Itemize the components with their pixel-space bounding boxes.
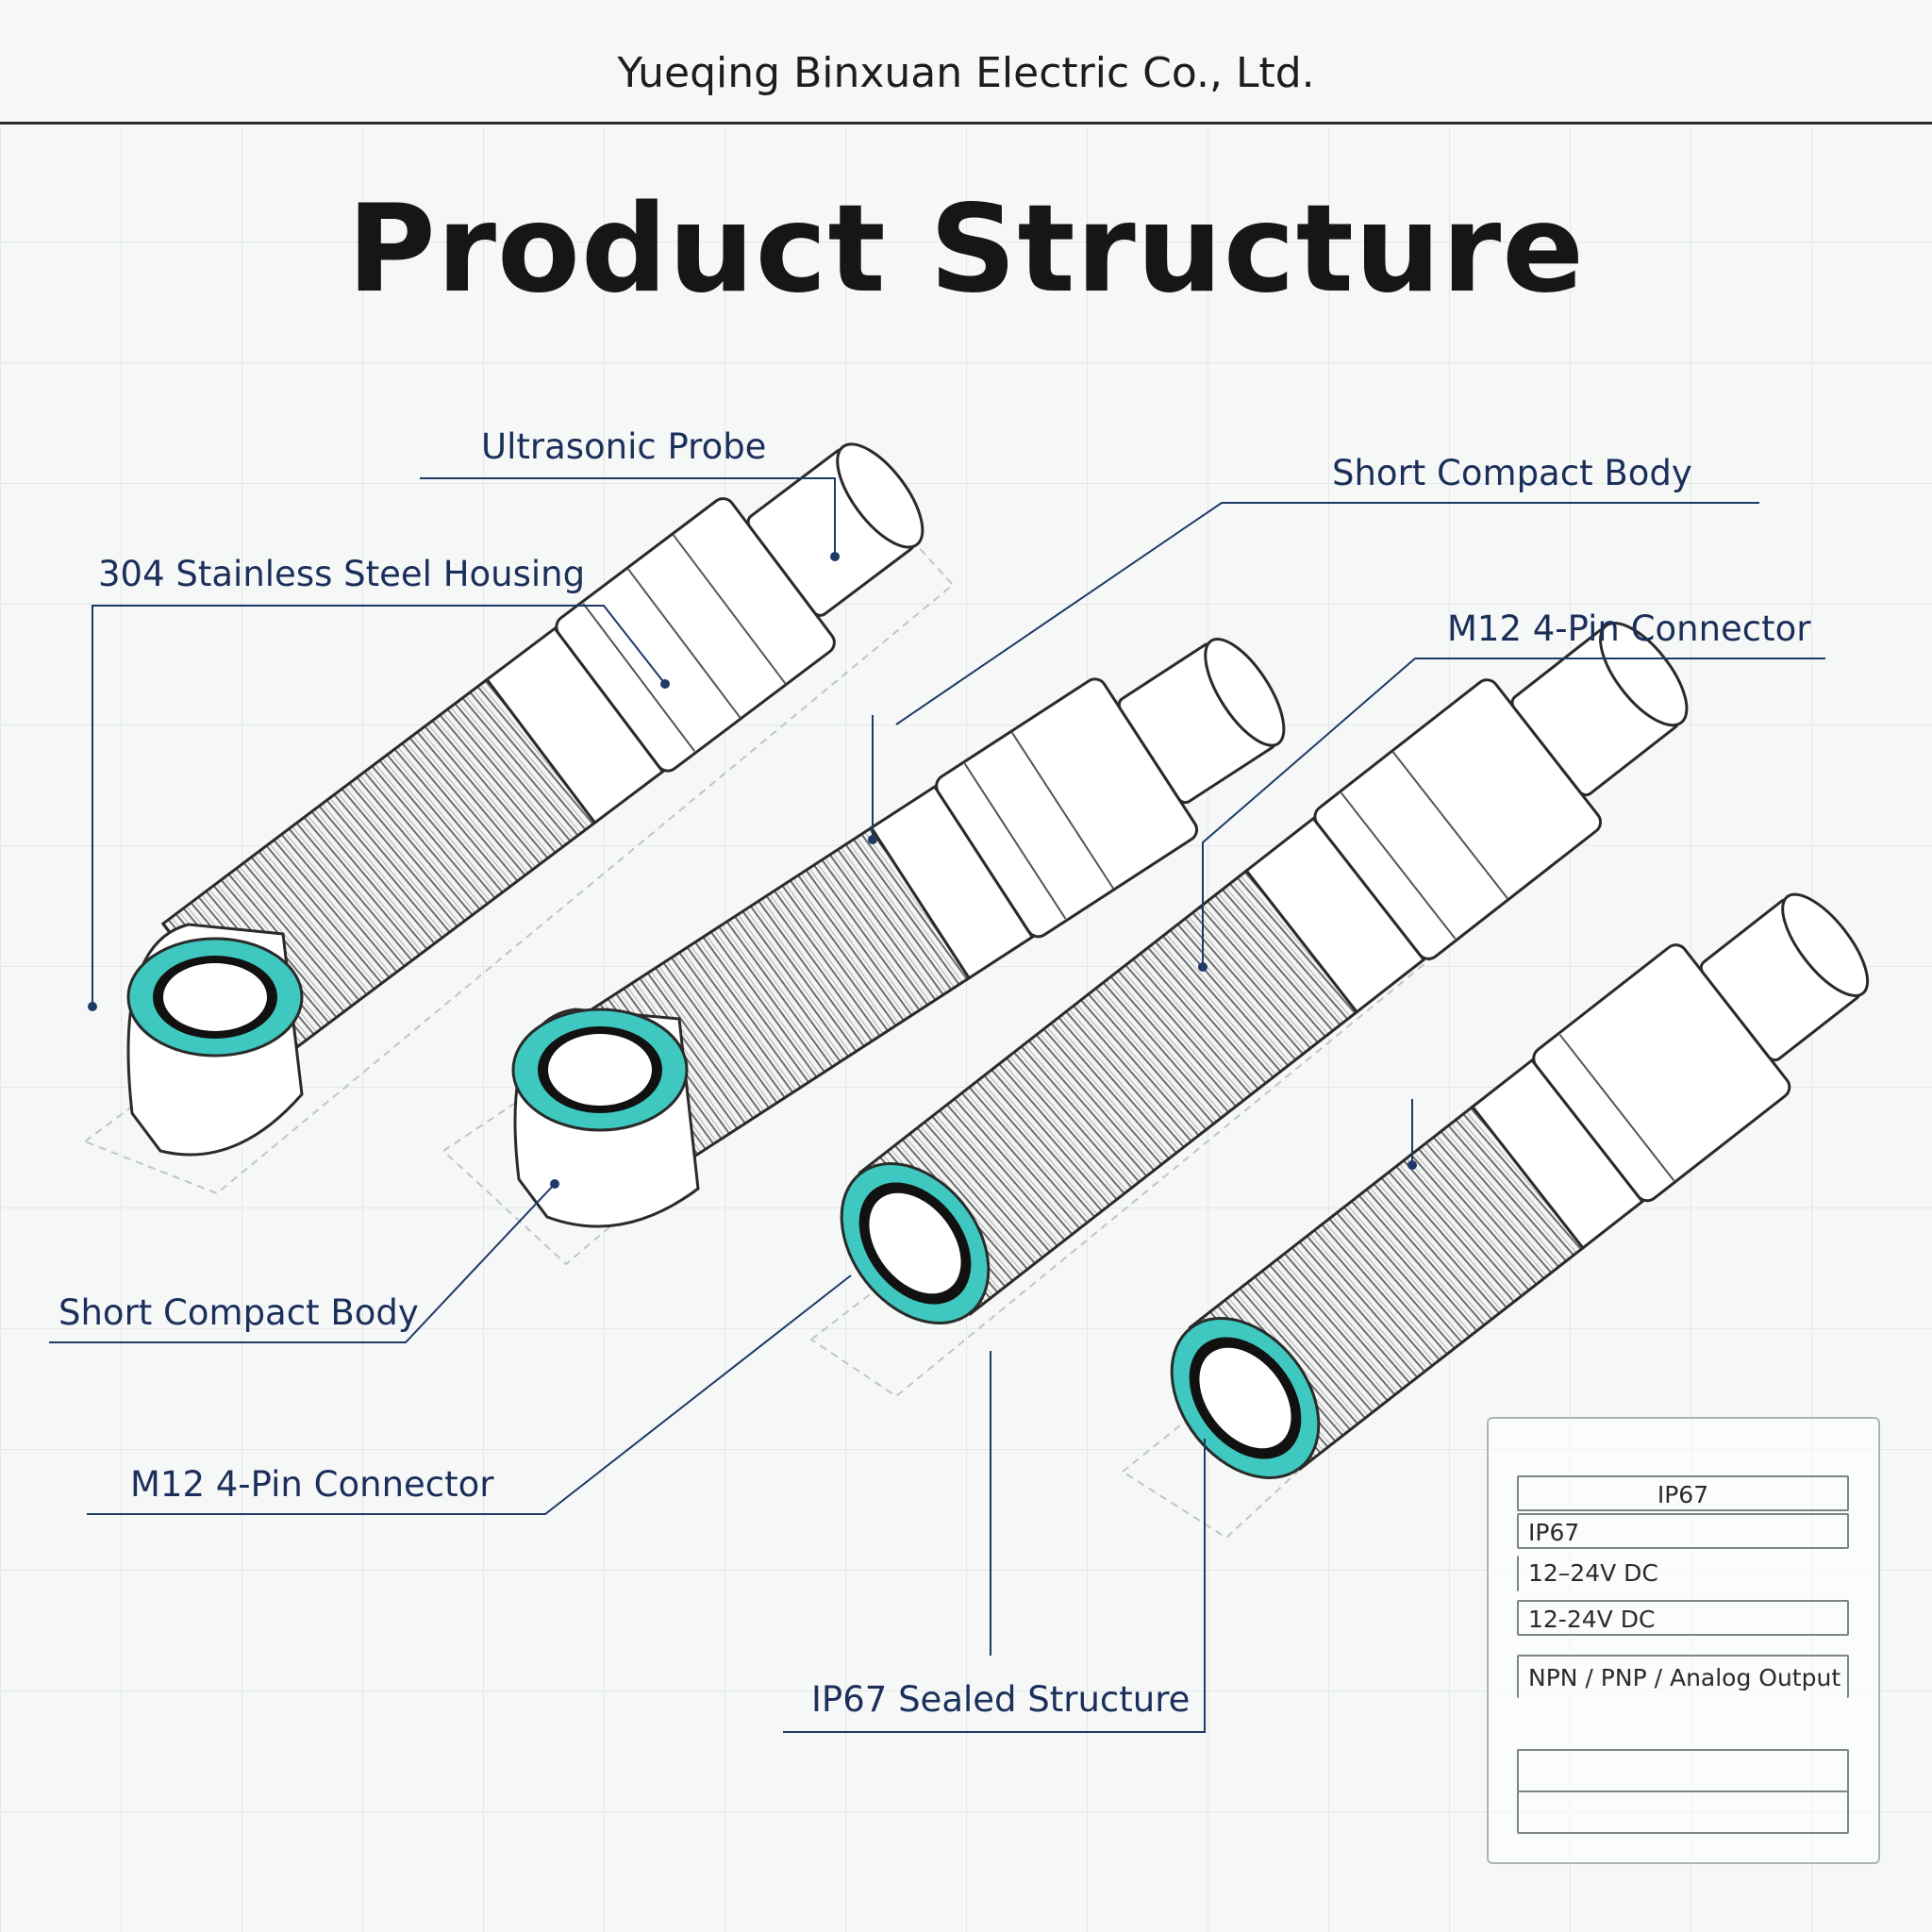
leader-housing <box>92 605 666 1007</box>
callout-compact-body-top: Short Compact Body <box>1332 453 1692 493</box>
callout-ultrasonic-probe: Ultrasonic Probe <box>481 426 767 467</box>
header-divider <box>0 122 1932 125</box>
spec-row: 12-24V DC <box>1517 1600 1849 1636</box>
spec-table: IP67 IP67 12–24V DC 12-24V DC NPN / PNP … <box>1487 1417 1880 1864</box>
callout-housing: 304 Stainless Steel Housing <box>98 554 586 594</box>
callout-connector-top: M12 4-Pin Connector <box>1447 608 1811 649</box>
spec-row: IP67 <box>1517 1475 1849 1511</box>
callout-connector-bottom: M12 4-Pin Connector <box>130 1464 494 1505</box>
spec-row <box>1517 1790 1849 1834</box>
spec-row: NPN / PNP / Analog Output <box>1517 1655 1849 1698</box>
leader-sealed <box>783 1439 1206 1733</box>
sensor-angled-large <box>82 442 955 1195</box>
callout-compact-body-bottom: Short Compact Body <box>58 1292 419 1333</box>
spec-row: 12–24V DC <box>1517 1556 1849 1591</box>
leader-compact-body-bottom <box>49 1183 556 1343</box>
leader-lines <box>49 477 1825 1733</box>
page-title: Product Structure <box>347 179 1585 320</box>
sensor-angled-small <box>441 638 1286 1266</box>
callout-sealed: IP67 Sealed Structure <box>811 1679 1191 1720</box>
sensor-straight-short <box>1121 892 1870 1540</box>
spec-row: IP67 <box>1517 1513 1849 1549</box>
leader-connector-top <box>1202 658 1825 967</box>
leader-compact-body-top <box>895 502 1759 725</box>
leader-ultrasonic-probe <box>420 477 836 557</box>
leader-connector-bottom <box>87 1274 852 1515</box>
company-name: Yueqing Binxuan Electric Co., Ltd. <box>617 49 1315 97</box>
spec-row <box>1517 1749 1849 1792</box>
sensor-straight-long <box>809 622 1689 1398</box>
leader-dots <box>88 552 1417 1189</box>
